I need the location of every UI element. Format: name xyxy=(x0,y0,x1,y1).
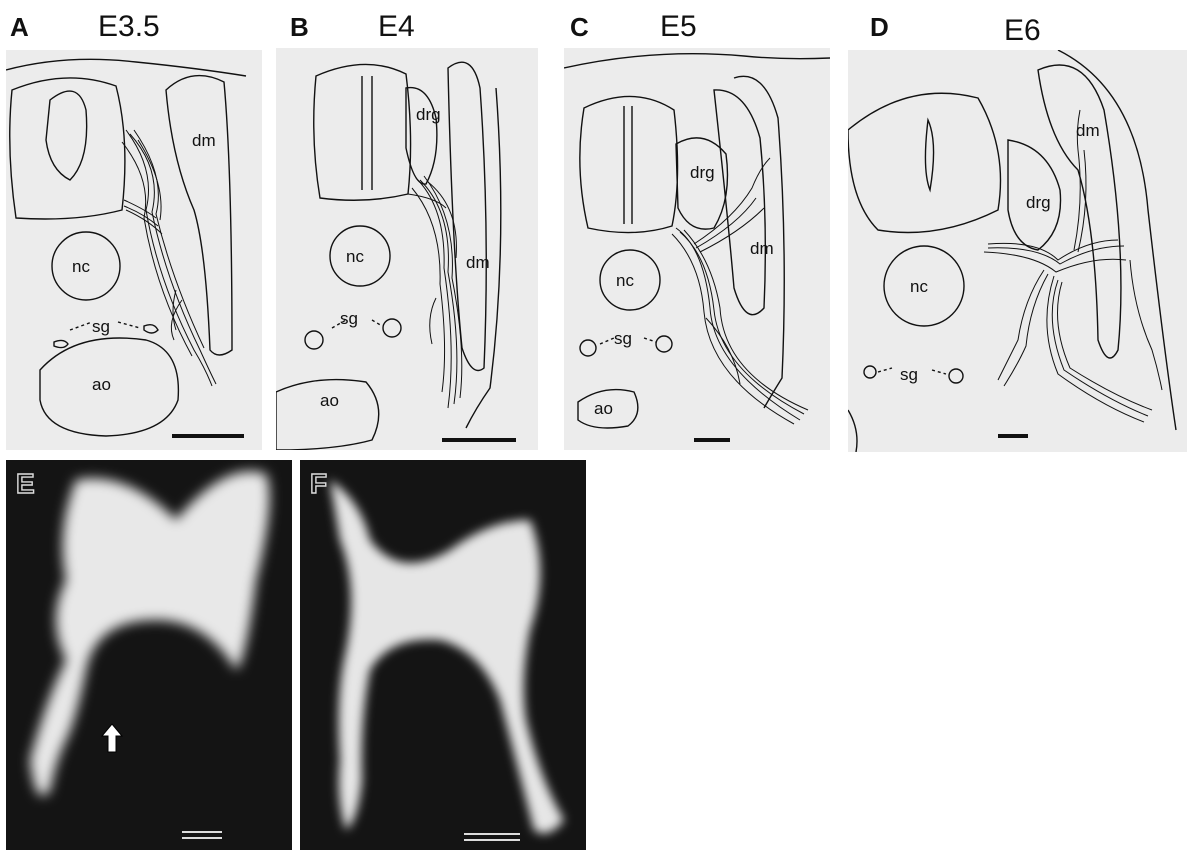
label-nc: nc xyxy=(616,271,634,290)
label-drg: drg xyxy=(690,163,715,182)
outline-sg-right xyxy=(949,369,963,383)
label-dm: dm xyxy=(1076,121,1100,140)
panel-letter-d: D xyxy=(870,12,889,43)
label-nc: nc xyxy=(346,247,364,266)
label-dm: dm xyxy=(750,239,774,258)
outline-ectoderm xyxy=(6,59,246,76)
arrow-icon xyxy=(102,724,122,752)
label-nc: nc xyxy=(910,277,928,296)
stage-label-b: E4 xyxy=(378,10,415,44)
drawing-panel-a: dm nc sg ao xyxy=(6,50,262,450)
axon-bundle-b xyxy=(408,176,462,408)
outline-dermomyotome xyxy=(714,90,765,315)
photo-letter-e: E xyxy=(16,468,35,500)
axon-bundle-d xyxy=(984,110,1162,422)
outline-ectoderm xyxy=(564,54,830,68)
label-dm: dm xyxy=(192,131,216,150)
photo-panel-f: F xyxy=(300,460,586,850)
outline-neural-lumen xyxy=(46,91,87,180)
outline-sg-right xyxy=(656,336,672,352)
outline-neural-lumen xyxy=(925,120,933,190)
outline-neural-tube xyxy=(580,96,678,232)
outline-sg-left xyxy=(305,331,323,349)
outline-sg-left xyxy=(54,340,68,347)
label-drg: drg xyxy=(416,105,441,124)
panel-letter-c: C xyxy=(570,12,589,43)
axon-bundle-a xyxy=(122,130,216,386)
drawing-panel-b: drg dm nc sg ao xyxy=(276,48,538,450)
label-drg: drg xyxy=(1026,193,1051,212)
dashed-sg-link-2 xyxy=(118,322,140,328)
drawing-panel-d: dm drg nc sg xyxy=(848,50,1187,452)
outline-sg-left xyxy=(864,366,876,378)
outline-neural-tube xyxy=(848,93,1001,232)
label-sg: sg xyxy=(614,329,632,348)
dashed-sg-link xyxy=(70,322,92,330)
label-ao: ao xyxy=(92,375,111,394)
drawing-panel-c: drg dm nc sg ao xyxy=(564,48,830,450)
label-ao: ao xyxy=(320,391,339,410)
axon-bundle-c xyxy=(672,158,808,424)
label-dm: dm xyxy=(466,253,490,272)
outline-neural-tube xyxy=(10,78,125,219)
outline-sg-right xyxy=(144,325,158,333)
outline-dermomyotome xyxy=(448,62,486,370)
label-ao: ao xyxy=(594,399,613,418)
fluorescent-tissue xyxy=(330,480,564,833)
photo-panel-e: E xyxy=(6,460,292,850)
outline-dermomyotome xyxy=(166,76,232,355)
outline-sg-right xyxy=(383,319,401,337)
outline-sg-left xyxy=(580,340,596,356)
stage-label-d: E6 xyxy=(1004,14,1041,48)
stage-label-c: E5 xyxy=(660,10,697,44)
stage-label-a: E3.5 xyxy=(98,10,160,44)
fluorescent-tissue xyxy=(30,471,269,795)
photo-letter-f: F xyxy=(310,468,327,500)
label-sg: sg xyxy=(340,309,358,328)
panel-letter-b: B xyxy=(290,12,309,43)
outline-drg xyxy=(676,138,728,229)
label-sg: sg xyxy=(900,365,918,384)
outline-limb-edge xyxy=(848,410,857,452)
label-nc: nc xyxy=(72,257,90,276)
label-sg: sg xyxy=(92,317,110,336)
panel-letter-a: A xyxy=(10,12,29,43)
